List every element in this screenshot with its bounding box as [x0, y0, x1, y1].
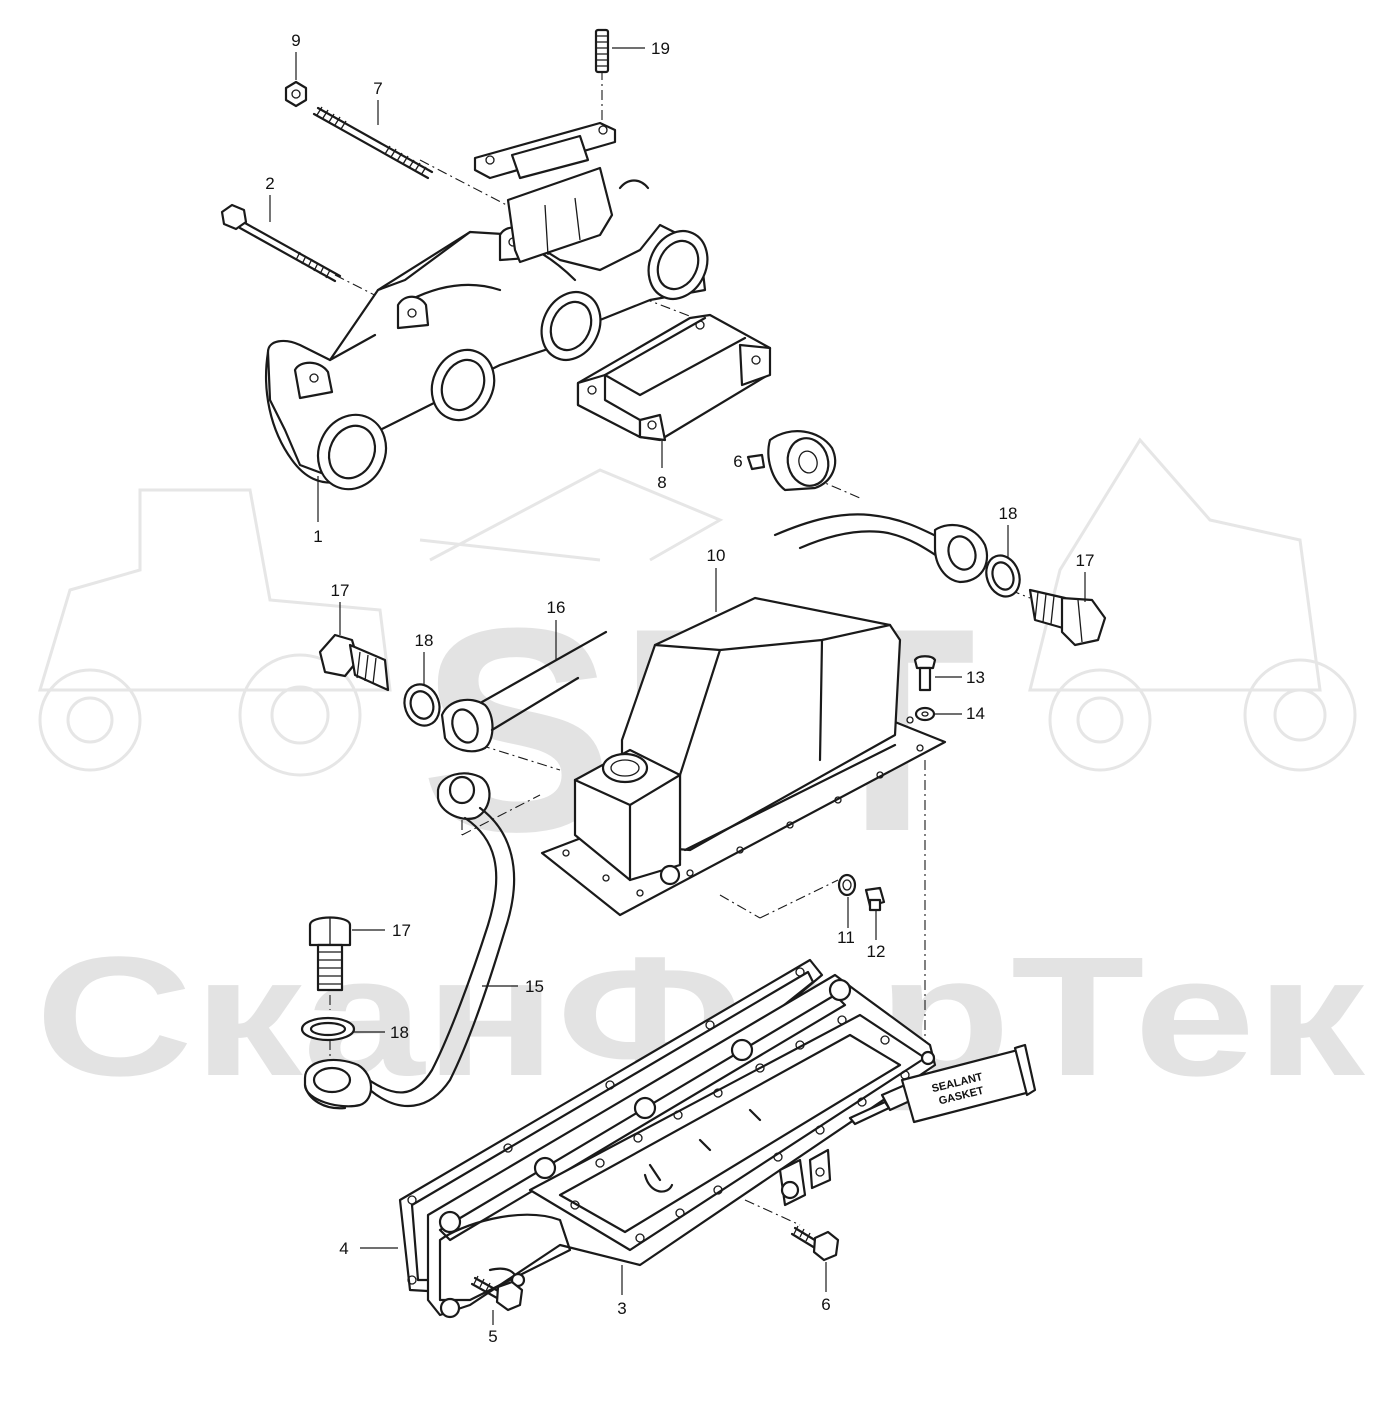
stud-long [312, 106, 434, 180]
manifold-port-4 [647, 230, 709, 300]
washer-small [914, 706, 936, 722]
watermark-tractor-right-icon [1028, 437, 1357, 772]
callout-15: 15 [525, 977, 544, 996]
oil-pipe-long [303, 772, 516, 1110]
sealing-washer-left [403, 683, 441, 727]
callout-2: 2 [265, 174, 274, 193]
bolt-long [220, 203, 342, 283]
watermark-tractor-left-icon [37, 488, 392, 777]
sealing-ring-small [837, 873, 857, 897]
callout-11: 11 [837, 928, 855, 947]
turbo-mounting-flange [473, 121, 650, 264]
manifold-port-3 [540, 291, 602, 361]
callout-18-right: 18 [999, 504, 1018, 523]
exhaust-manifold [265, 121, 709, 491]
banjo-bolt-lower [308, 916, 352, 992]
mounting-bracket [576, 313, 772, 442]
callout-1: 1 [313, 527, 322, 546]
callout-6-upper: 6 [733, 452, 742, 471]
callout-8: 8 [657, 473, 666, 492]
bolt-housing-left [470, 1275, 524, 1312]
callout-13: 13 [966, 668, 985, 687]
banjo-bolt-right [1028, 588, 1107, 647]
sealing-washer-lower [300, 1016, 356, 1042]
threaded-boss [746, 430, 837, 492]
callout-10: 10 [707, 546, 726, 565]
oil-pipe-middle [440, 630, 608, 753]
callout-14: 14 [966, 704, 985, 723]
sealant-tube: SEALANT GASKET [848, 1043, 1037, 1126]
callout-19: 19 [651, 39, 670, 58]
callout-18-lower: 18 [390, 1023, 409, 1042]
oil-cooler [540, 596, 947, 917]
leader-lines [269, 47, 1086, 1325]
watermark-excavator-icon [419, 468, 724, 562]
banjo-bolt-left [318, 633, 390, 692]
sealing-washer-right [985, 554, 1021, 598]
callout-17-right: 17 [1076, 551, 1095, 570]
callout-7: 7 [373, 79, 382, 98]
nut-small [284, 80, 308, 108]
callout-9: 9 [291, 31, 300, 50]
callout-17-left: 17 [331, 581, 350, 600]
manifold-port-2 [430, 348, 496, 422]
oil-pipe-upper [773, 513, 988, 584]
cooler-housing [426, 973, 937, 1319]
callout-17-lower: 17 [392, 921, 411, 940]
callout-18-left: 18 [415, 631, 434, 650]
manifold-port-1 [316, 413, 388, 491]
callout-4: 4 [339, 1239, 348, 1258]
drain-plug [864, 886, 886, 912]
callout-5: 5 [488, 1327, 497, 1346]
callout-12: 12 [867, 942, 886, 961]
callout-16: 16 [547, 598, 566, 617]
callout-3: 3 [617, 1299, 626, 1318]
stud-short [594, 28, 610, 74]
callout-labels: 9 19 7 2 6 8 1 18 10 17 17 16 18 13 14 1… [265, 31, 1094, 1346]
callout-6-lower: 6 [821, 1295, 830, 1314]
bolt-housing-right [790, 1225, 840, 1262]
screw-small [913, 655, 937, 692]
